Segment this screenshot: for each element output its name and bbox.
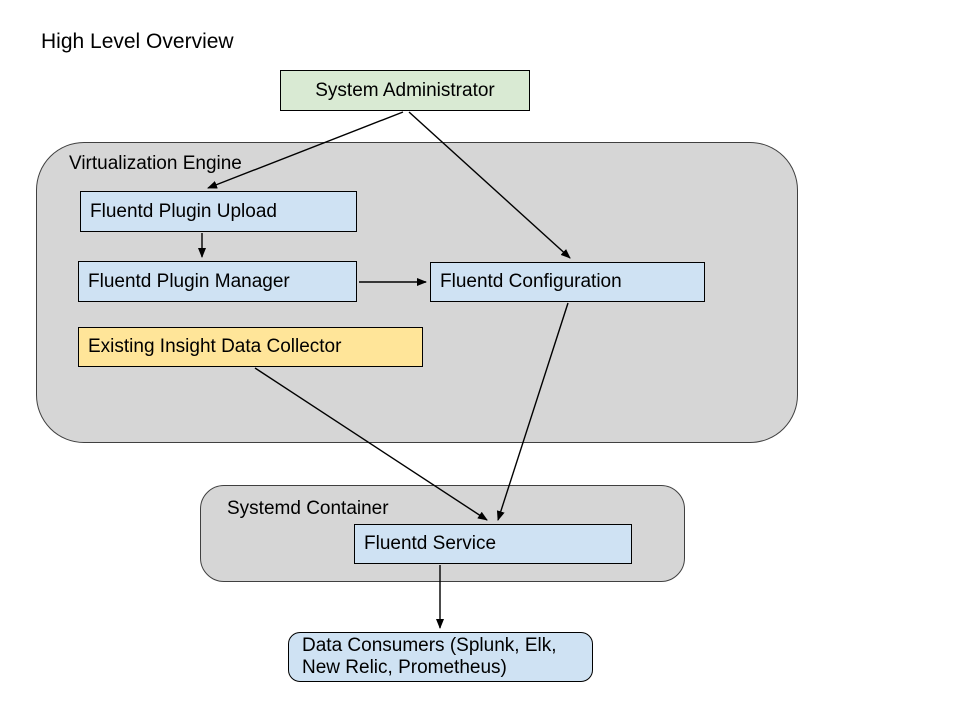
node-fluentd-plugin-upload: Fluentd Plugin Upload [80, 191, 357, 232]
node-data-consumers-label-line2: New Relic, Prometheus) [302, 657, 507, 678]
node-fluentd-plugin-manager-label: Fluentd Plugin Manager [88, 270, 290, 292]
node-fluentd-plugin-upload-label: Fluentd Plugin Upload [90, 200, 277, 222]
node-fluentd-configuration: Fluentd Configuration [430, 262, 705, 302]
node-fluentd-plugin-manager: Fluentd Plugin Manager [78, 261, 357, 302]
node-existing-insight-data-collector-label: Existing Insight Data Collector [88, 336, 342, 357]
node-existing-insight-data-collector: Existing Insight Data Collector [78, 327, 423, 367]
node-system-administrator-label: System Administrator [315, 79, 495, 101]
virtualization-engine-label: Virtualization Engine [69, 153, 242, 174]
node-data-consumers: Data Consumers (Splunk, Elk, New Relic, … [288, 632, 593, 682]
node-fluentd-configuration-label: Fluentd Configuration [440, 271, 622, 292]
node-fluentd-service-label: Fluentd Service [364, 533, 497, 554]
page-title: High Level Overview [41, 30, 234, 53]
node-system-administrator: System Administrator [280, 70, 530, 111]
node-data-consumers-label-line1: Data Consumers (Splunk, Elk, [302, 634, 557, 656]
systemd-container-label: Systemd Container [227, 498, 389, 519]
node-fluentd-service: Fluentd Service [354, 524, 632, 564]
